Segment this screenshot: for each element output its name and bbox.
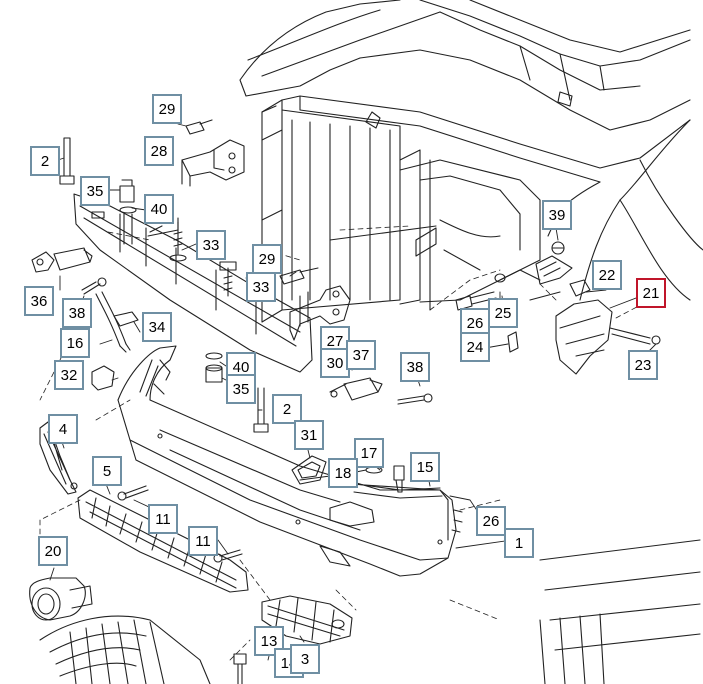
callout-5[interactable]: 5 [92, 456, 122, 486]
bolt-2-top [59, 137, 75, 185]
callout-33-top[interactable]: 33 [196, 230, 226, 260]
cover-32 [91, 365, 115, 391]
fog-lamp-20 [29, 577, 93, 621]
callout-25[interactable]: 25 [488, 298, 518, 328]
side-grille-3 [261, 595, 353, 645]
callout-31[interactable]: 31 [294, 420, 324, 450]
callout-3[interactable]: 3 [290, 644, 320, 674]
callout-38-left[interactable]: 38 [62, 298, 92, 328]
main-grille [39, 615, 211, 684]
callout-18[interactable]: 18 [328, 458, 358, 488]
screws-33 [169, 221, 237, 297]
sensor-37 [329, 377, 433, 405]
callout-2-mid[interactable]: 2 [272, 394, 302, 424]
callout-26-lower[interactable]: 26 [476, 506, 506, 536]
clip-16 [95, 291, 131, 353]
bolt-2-lower [253, 387, 269, 433]
callout-37[interactable]: 37 [346, 340, 376, 370]
callout-15[interactable]: 15 [410, 452, 440, 482]
bracket-27 [279, 267, 351, 341]
insert-31 [291, 455, 327, 485]
callout-38-mid[interactable]: 38 [400, 352, 430, 382]
callout-29-mid[interactable]: 29 [252, 244, 282, 274]
callout-34[interactable]: 34 [142, 312, 172, 342]
callout-40-top[interactable]: 40 [144, 194, 174, 224]
clip-34 [113, 311, 139, 327]
mount-bracket-22 [535, 241, 661, 375]
callout-35-mid[interactable]: 35 [226, 374, 256, 404]
callout-11-low[interactable]: 11 [188, 526, 218, 556]
radiator-frame [261, 99, 561, 323]
callout-11-mid[interactable]: 11 [148, 504, 178, 534]
callout-22[interactable]: 22 [592, 260, 622, 290]
callout-16[interactable]: 16 [60, 328, 90, 358]
callout-39[interactable]: 39 [542, 200, 572, 230]
callout-2-top[interactable]: 2 [30, 146, 60, 176]
moulding-15 [353, 483, 443, 499]
callout-35-top[interactable]: 35 [80, 176, 110, 206]
nut-35 [205, 352, 223, 383]
callout-1[interactable]: 1 [504, 528, 534, 558]
screw-38a [81, 277, 107, 295]
bolts-26-25-24 [455, 273, 519, 353]
callout-24[interactable]: 24 [460, 332, 490, 362]
screws-11 [117, 485, 243, 563]
bolt-13 [233, 653, 247, 684]
callout-33-mid[interactable]: 33 [246, 272, 276, 302]
bumper-reinforcement-bar [73, 179, 313, 373]
callout-4[interactable]: 4 [48, 414, 78, 444]
callout-23[interactable]: 23 [628, 350, 658, 380]
callout-36[interactable]: 36 [24, 286, 54, 316]
callout-21-selected[interactable]: 21 [636, 278, 666, 308]
callout-32[interactable]: 32 [54, 360, 84, 390]
vehicle-body-outline [239, 0, 703, 684]
callout-29-top[interactable]: 29 [152, 94, 182, 124]
sensor-36 [31, 247, 93, 273]
lower-grille-5 [77, 489, 249, 593]
callout-28[interactable]: 28 [144, 136, 174, 166]
dashed-guide-lines [39, 225, 651, 661]
bracket-28 [181, 119, 245, 187]
callout-17[interactable]: 17 [354, 438, 384, 468]
callout-20[interactable]: 20 [38, 536, 68, 566]
